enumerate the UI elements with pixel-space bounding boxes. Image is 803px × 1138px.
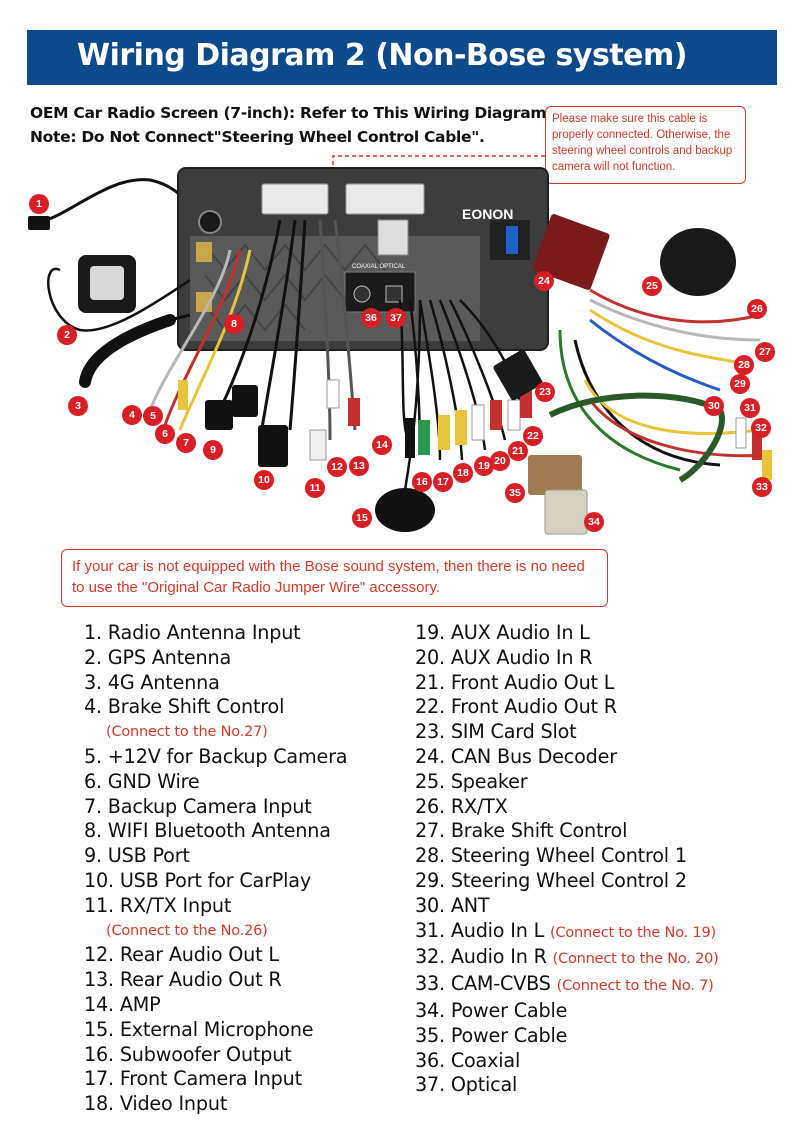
legend-item-31: 31. Audio In L (Connect to the No. 19) <box>415 919 719 946</box>
legend-item-31-note: (Connect to the No. 19) <box>549 924 716 941</box>
badge-30: 30 <box>704 396 724 416</box>
badge-22: 22 <box>523 426 543 446</box>
brand-logo-text: EONON <box>462 206 513 222</box>
legend-item-27: 27. Brake Shift Control <box>415 819 628 843</box>
badge-13: 13 <box>349 456 369 476</box>
badge-37: 37 <box>386 308 406 328</box>
legend-item-26: 26. RX/TX <box>415 794 508 818</box>
badge-14: 14 <box>372 435 392 455</box>
badge-27: 27 <box>755 342 775 362</box>
badge-31: 31 <box>740 398 760 418</box>
legend-item-13: 13. Rear Audio Out R <box>84 968 282 992</box>
legend-item-25: 25. Speaker <box>415 769 528 793</box>
bose-note: If your car is not equipped with the Bos… <box>61 549 608 607</box>
badge-19: 19 <box>474 456 494 476</box>
badge-15: 15 <box>352 508 372 528</box>
badge-33: 33 <box>752 477 772 497</box>
badge-9: 9 <box>203 440 223 460</box>
legend-item-33-note: (Connect to the No. 7) <box>556 978 714 995</box>
legend-item-32: 32. Audio In R (Connect to the No. 20) <box>415 945 719 972</box>
legend-item-19: 19. AUX Audio In L <box>415 621 590 644</box>
legend-item-20: 20. AUX Audio In R <box>415 645 593 669</box>
legend-item-7: 7. Backup Camera Input <box>84 794 312 818</box>
legend-item-36: 36. Coaxial <box>415 1048 521 1072</box>
legend-item-8: 8. WIFI Bluetooth Antenna <box>84 819 331 843</box>
badge-34: 34 <box>584 512 604 532</box>
legend-item-10: 10. USB Port for CarPlay <box>84 868 311 892</box>
badge-4: 4 <box>122 405 142 425</box>
coaxial-optical-label: COAXIAL OPTICAL <box>352 264 406 270</box>
badge-1: 1 <box>29 194 49 214</box>
badge-35: 35 <box>505 483 525 503</box>
badge-12: 12 <box>327 457 347 477</box>
legend-item-37: 37. Optical <box>415 1073 518 1097</box>
legend-item-4-note: (Connect to the No.27) <box>106 724 268 741</box>
legend-item-18: 18. Video Input <box>84 1092 228 1116</box>
legend-item-2: 2. GPS Antenna <box>84 645 232 669</box>
badge-7: 7 <box>176 433 196 453</box>
legend-item-14: 14. AMP <box>84 992 161 1016</box>
legend-item-11-note: (Connect to the No.26) <box>106 922 268 939</box>
legend-item-32-note: (Connect to the No. 20) <box>552 951 719 968</box>
badge-25: 25 <box>642 276 662 296</box>
legend-item-33-text: 33. CAM-CVBS <box>415 972 551 996</box>
badge-36: 36 <box>361 308 381 328</box>
legend-item-30: 30. ANT <box>415 893 490 917</box>
legend-item-5: 5. +12V for Backup Camera <box>84 744 348 768</box>
badge-5: 5 <box>143 406 163 426</box>
legend-item-28: 28. Steering Wheel Control 1 <box>415 844 687 868</box>
wiring-diagram-art: EONON COAXIAL OPTICAL <box>28 155 772 535</box>
legend-item-15: 15. External Microphone <box>84 1017 314 1041</box>
badge-16: 16 <box>412 472 432 492</box>
legend-item-11: 11. RX/TX Input <box>84 893 232 917</box>
badge-11: 11 <box>305 478 325 498</box>
legend-item-35: 35. Power Cable <box>415 1023 568 1047</box>
legend-item-12: 12. Rear Audio Out L <box>84 943 279 967</box>
wiring-diagram: EONON COAXIAL OPTICAL <box>0 150 803 545</box>
legend-item-31-text: 31. Audio In L <box>415 918 545 942</box>
legend-item-4: 4. Brake Shift Control <box>84 695 285 719</box>
badge-28: 28 <box>734 355 754 375</box>
intro-line-2: Note: Do Not Connect"Steering Wheel Cont… <box>30 128 485 146</box>
title-bar: Wiring Diagram 2 (Non-Bose system) <box>27 30 777 85</box>
legend-left: 1. Radio Antenna Input 2. GPS Antenna 3.… <box>84 621 348 1117</box>
badge-18: 18 <box>453 463 473 483</box>
badge-8: 8 <box>224 314 244 334</box>
legend-item-17: 17. Front Camera Input <box>84 1067 302 1091</box>
legend-right: 19. AUX Audio In L 20. AUX Audio In R 21… <box>415 621 719 1098</box>
warning-callout: Please make sure this cable is properly … <box>545 106 746 184</box>
badge-17: 17 <box>433 472 453 492</box>
badge-20: 20 <box>490 451 510 471</box>
legend-item-22: 22. Front Audio Out R <box>415 695 617 719</box>
page-title: Wiring Diagram 2 (Non-Bose system) <box>77 38 687 73</box>
intro-text: OEM Car Radio Screen (7-inch): Refer to … <box>30 101 552 149</box>
badge-23: 23 <box>535 382 555 402</box>
legend-item-23: 23. SIM Card Slot <box>415 720 577 744</box>
legend-item-9: 9. USB Port <box>84 844 190 868</box>
badge-6: 6 <box>155 424 175 444</box>
legend-item-32-text: 32. Audio In R <box>415 945 547 969</box>
badge-29: 29 <box>730 374 750 394</box>
intro-line-1: OEM Car Radio Screen (7-inch): Refer to … <box>30 104 552 122</box>
badge-2: 2 <box>57 325 77 345</box>
legend-item-33: 33. CAM-CVBS (Connect to the No. 7) <box>415 972 719 999</box>
badge-26: 26 <box>747 299 767 319</box>
badge-21: 21 <box>508 441 528 461</box>
legend-item-3: 3. 4G Antenna <box>84 670 220 694</box>
badge-32: 32 <box>751 418 771 438</box>
legend-item-29: 29. Steering Wheel Control 2 <box>415 868 687 892</box>
badge-3: 3 <box>68 396 88 416</box>
badge-24: 24 <box>534 271 554 291</box>
legend-item-24: 24. CAN Bus Decoder <box>415 744 617 768</box>
badge-10: 10 <box>254 470 274 490</box>
legend-item-34: 34. Power Cable <box>415 998 568 1022</box>
legend-item-1: 1. Radio Antenna Input <box>84 621 301 644</box>
legend-item-21: 21. Front Audio Out L <box>415 670 615 694</box>
legend-item-16: 16. Subwoofer Output <box>84 1042 292 1066</box>
legend-item-6: 6. GND Wire <box>84 769 200 793</box>
